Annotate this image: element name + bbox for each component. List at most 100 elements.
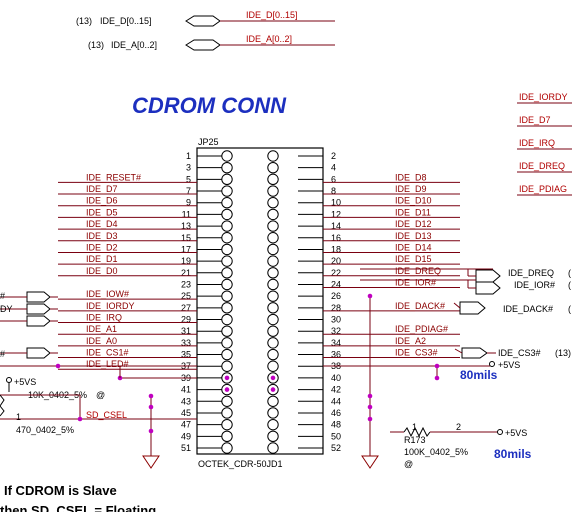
pin-number: 46 (331, 408, 341, 418)
pin-socket (267, 197, 279, 209)
resistor-pin: 2 (456, 422, 461, 432)
net-label: IDE_D0 (86, 266, 118, 276)
pin-socket (267, 173, 279, 186)
net-label: IDE_D10 (395, 196, 432, 206)
pin-socket (221, 348, 233, 361)
pin-number: 48 (331, 420, 341, 430)
trace-width: 80mils (494, 447, 532, 461)
pin-number: 9 (186, 198, 191, 208)
net-label: IDE_IRQ (86, 313, 122, 323)
pin-socket (267, 302, 279, 314)
edge-net: IDE_DREQ (519, 161, 565, 171)
pin-socket (267, 278, 279, 291)
pin-socket (221, 232, 233, 244)
pin-number: 42 (331, 385, 341, 395)
pin-number: 50 (331, 431, 341, 441)
net-label: IDE_D2 (86, 242, 118, 252)
net-label: IDE_IOW# (86, 289, 129, 299)
pin-number: 13 (181, 221, 191, 231)
pin-row: 17 IDE_D2 (58, 242, 233, 256)
pin-socket (221, 360, 233, 372)
net-label: IDE_D15 (395, 254, 432, 264)
pin-number: 24 (331, 279, 341, 289)
port-suffix: ( (568, 304, 571, 314)
bus-label: IDE_D[0..15] (246, 10, 298, 20)
ground-symbol (142, 455, 160, 469)
port-arrow (475, 269, 501, 283)
net-label: IDE_D8 (395, 172, 427, 182)
pin-socket (267, 442, 279, 454)
pin-number: 3 (186, 163, 191, 173)
pin-socket (267, 348, 279, 361)
pin-socket (267, 185, 279, 197)
port-arrow (185, 15, 221, 27)
pin-number: 30 (331, 315, 341, 325)
power-label: +5VS (14, 377, 36, 387)
pin-socket (221, 325, 233, 337)
pin-socket (267, 150, 279, 162)
port-name: IDE_A[0..2] (111, 40, 157, 50)
net-label: IDE_IOR# (395, 277, 436, 287)
pin-socket (267, 208, 279, 221)
edge-label: # (0, 349, 5, 359)
pin-number: 45 (181, 408, 191, 418)
pin-number: 33 (181, 338, 191, 348)
pin-number: 11 (182, 209, 191, 219)
net-label: IDE_A0 (86, 336, 117, 346)
pin-row: 25 IDE_IOW# (58, 289, 233, 302)
pin-row: 47 (181, 418, 233, 431)
pin-number: 25 (181, 291, 191, 301)
resistor-option: @ (404, 459, 413, 469)
net-label: IDE_A1 (86, 324, 117, 334)
pin-socket (221, 255, 233, 267)
pin-number: 36 (331, 350, 341, 360)
pin-socket (221, 150, 233, 162)
pin-row: 30 (267, 313, 341, 326)
pin-row: 52 (267, 442, 341, 454)
pin-row: 2 (267, 150, 336, 162)
pin-socket (267, 267, 279, 279)
net-label: IDE_D9 (395, 184, 427, 194)
pin-socket (221, 185, 233, 197)
pin-number: 28 (331, 303, 341, 313)
pin-row: 12 IDE_D11 (267, 207, 460, 221)
connector-body (196, 147, 324, 455)
pin-row: 46 (267, 407, 341, 419)
port-prefix: (13) (76, 16, 92, 26)
pin-number: 44 (331, 396, 341, 406)
pin-number: 22 (331, 268, 341, 278)
power-label: +5VS (505, 428, 527, 438)
resistor-value: 470_0402_5% (16, 425, 74, 435)
pin-socket (221, 173, 233, 186)
pin-number: 52 (331, 443, 341, 453)
pin-row: 50 (267, 430, 341, 443)
pin-socket (267, 418, 279, 431)
port-prefix: (13) (88, 40, 104, 50)
pin-row: 51 (181, 442, 233, 454)
pin-number: 12 (331, 209, 341, 219)
ground-symbol (361, 455, 379, 469)
connector-ref: JP25 (198, 137, 219, 147)
port-arrow (475, 281, 501, 295)
net-label: IDE_D7 (86, 184, 118, 194)
resistor-r173 (403, 426, 431, 438)
pin-number: 17 (181, 244, 191, 254)
bus-port-ide-a: (13) IDE_A[0..2] IDE_A[0..2] (88, 34, 335, 51)
pin-socket (221, 278, 233, 291)
pin-number: 27 (181, 303, 191, 313)
pin-number: 4 (331, 163, 336, 173)
pin-row: 3 (186, 161, 233, 174)
pin-number: 51 (181, 443, 191, 453)
port-arrow (26, 347, 51, 359)
net-label: IDE_D11 (395, 207, 431, 217)
pin-number: 1 (186, 151, 191, 161)
pin-number: 10 (331, 198, 341, 208)
